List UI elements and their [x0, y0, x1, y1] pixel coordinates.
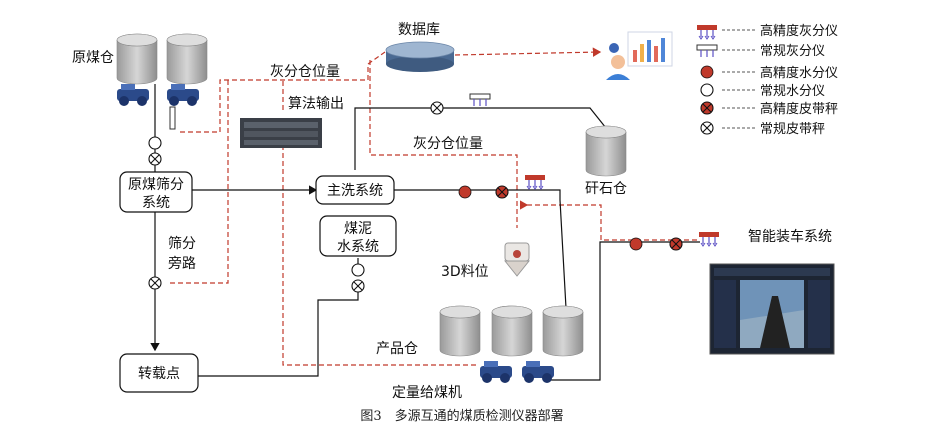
- legend-label-0: 高精度灰分仪: [760, 23, 838, 39]
- product-line-hp-belt-scale-icon: [495, 185, 509, 199]
- bypass-label-2: 旁路: [168, 255, 196, 272]
- raw-coal-feeder-1-icon: [117, 84, 149, 106]
- plc-server-icon: [240, 118, 322, 148]
- raw-coal-bin-2: [166, 33, 208, 85]
- quant-feeder-label: 定量给煤机: [392, 385, 462, 401]
- slime-label-2: 水系统: [337, 239, 379, 255]
- legend-hp-belt-scale-icon: [700, 101, 714, 115]
- legend-label-4: 高精度皮带秤: [760, 101, 838, 117]
- process-lines: [150, 84, 700, 381]
- gangue-line-std-ash-icon: [469, 93, 491, 107]
- raw-line-std-moisture-icon: [148, 136, 162, 150]
- raw-coal-bin-1: [116, 33, 158, 85]
- algorithm-output-label: 算法输出: [288, 96, 344, 112]
- main-wash-label: 主洗系统: [327, 183, 383, 199]
- slime-water-box: 煤泥 水系统: [319, 215, 397, 257]
- legend-std-moisture-icon: [700, 83, 714, 97]
- loading-dashboard-icon: [709, 263, 835, 355]
- screening-label-1: 原煤筛分: [128, 177, 184, 193]
- loading-line-hp-belt-scale-icon: [669, 237, 683, 251]
- product-bin-3: [542, 305, 584, 357]
- bypass-label-1: 筛分: [168, 236, 196, 252]
- level-3d-sensor-icon: [503, 242, 531, 277]
- analyst-monitor-icon: [606, 31, 673, 80]
- legend-hp-ash-icon: [696, 24, 718, 40]
- ash-bin-level-mid-label: 灰分仓位量: [413, 136, 483, 152]
- loading-system-label: 智能装车系统: [748, 228, 832, 245]
- figure-caption: 图3 多源互通的煤质检测仪器部署: [360, 408, 563, 424]
- transfer-point-label: 转载点: [138, 366, 180, 382]
- product-bin-2: [491, 305, 533, 357]
- legend-label-2: 高精度水分仪: [760, 65, 838, 81]
- gangue-line-std-belt-scale-icon: [430, 101, 444, 115]
- legend-label-3: 常规水分仪: [760, 84, 825, 99]
- raw-coal-feeder-2-icon: [167, 84, 199, 106]
- raw-line-std-ash-icon: [169, 106, 176, 130]
- legend-std-ash-icon: [696, 44, 718, 58]
- transfer-point-box: 转载点: [119, 353, 199, 393]
- product-bin-1: [439, 305, 481, 357]
- gangue-bin: [585, 125, 627, 177]
- ash-bin-level-top-label: 灰分仓位量: [270, 64, 340, 80]
- gangue-bin-label: 矸石仓: [585, 181, 627, 197]
- product-line-hp-ash-icon: [524, 174, 546, 190]
- loading-line-hp-ash-icon: [698, 231, 720, 247]
- level-3d-label: 3D料位: [441, 264, 489, 280]
- raw-coal-bin-label: 原煤仓: [72, 50, 114, 66]
- slime-line-std-moisture-icon: [351, 263, 365, 277]
- quant-feeder-1-icon: [480, 361, 512, 383]
- data-links: [170, 47, 700, 366]
- bypass-std-belt-scale-icon: [148, 276, 162, 290]
- product-line-hp-moisture-icon: [458, 185, 472, 199]
- slime-label-1: 煤泥: [344, 221, 372, 237]
- legend: 高精度灰分仪 常规灰分仪 高精度水分仪 常规水分仪 高精度皮带秤 常规皮带秤: [696, 23, 838, 137]
- main-wash-box: 主洗系统: [315, 175, 395, 205]
- database-label: 数据库: [398, 22, 440, 38]
- quant-feeder-2-icon: [522, 361, 554, 383]
- legend-label-5: 常规皮带秤: [760, 122, 825, 137]
- screening-system-box: 原煤筛分 系统: [119, 171, 193, 213]
- slime-line-std-belt-scale-icon: [351, 279, 365, 293]
- screening-label-2: 系统: [142, 195, 170, 211]
- legend-label-1: 常规灰分仪: [760, 44, 825, 59]
- product-bin-label: 产品仓: [376, 341, 418, 357]
- raw-line-std-belt-scale-icon: [148, 152, 162, 166]
- legend-hp-moisture-icon: [700, 65, 714, 79]
- loading-line-hp-moisture-icon: [629, 237, 643, 251]
- legend-std-belt-scale-icon: [700, 121, 714, 135]
- database-icon: [385, 41, 455, 72]
